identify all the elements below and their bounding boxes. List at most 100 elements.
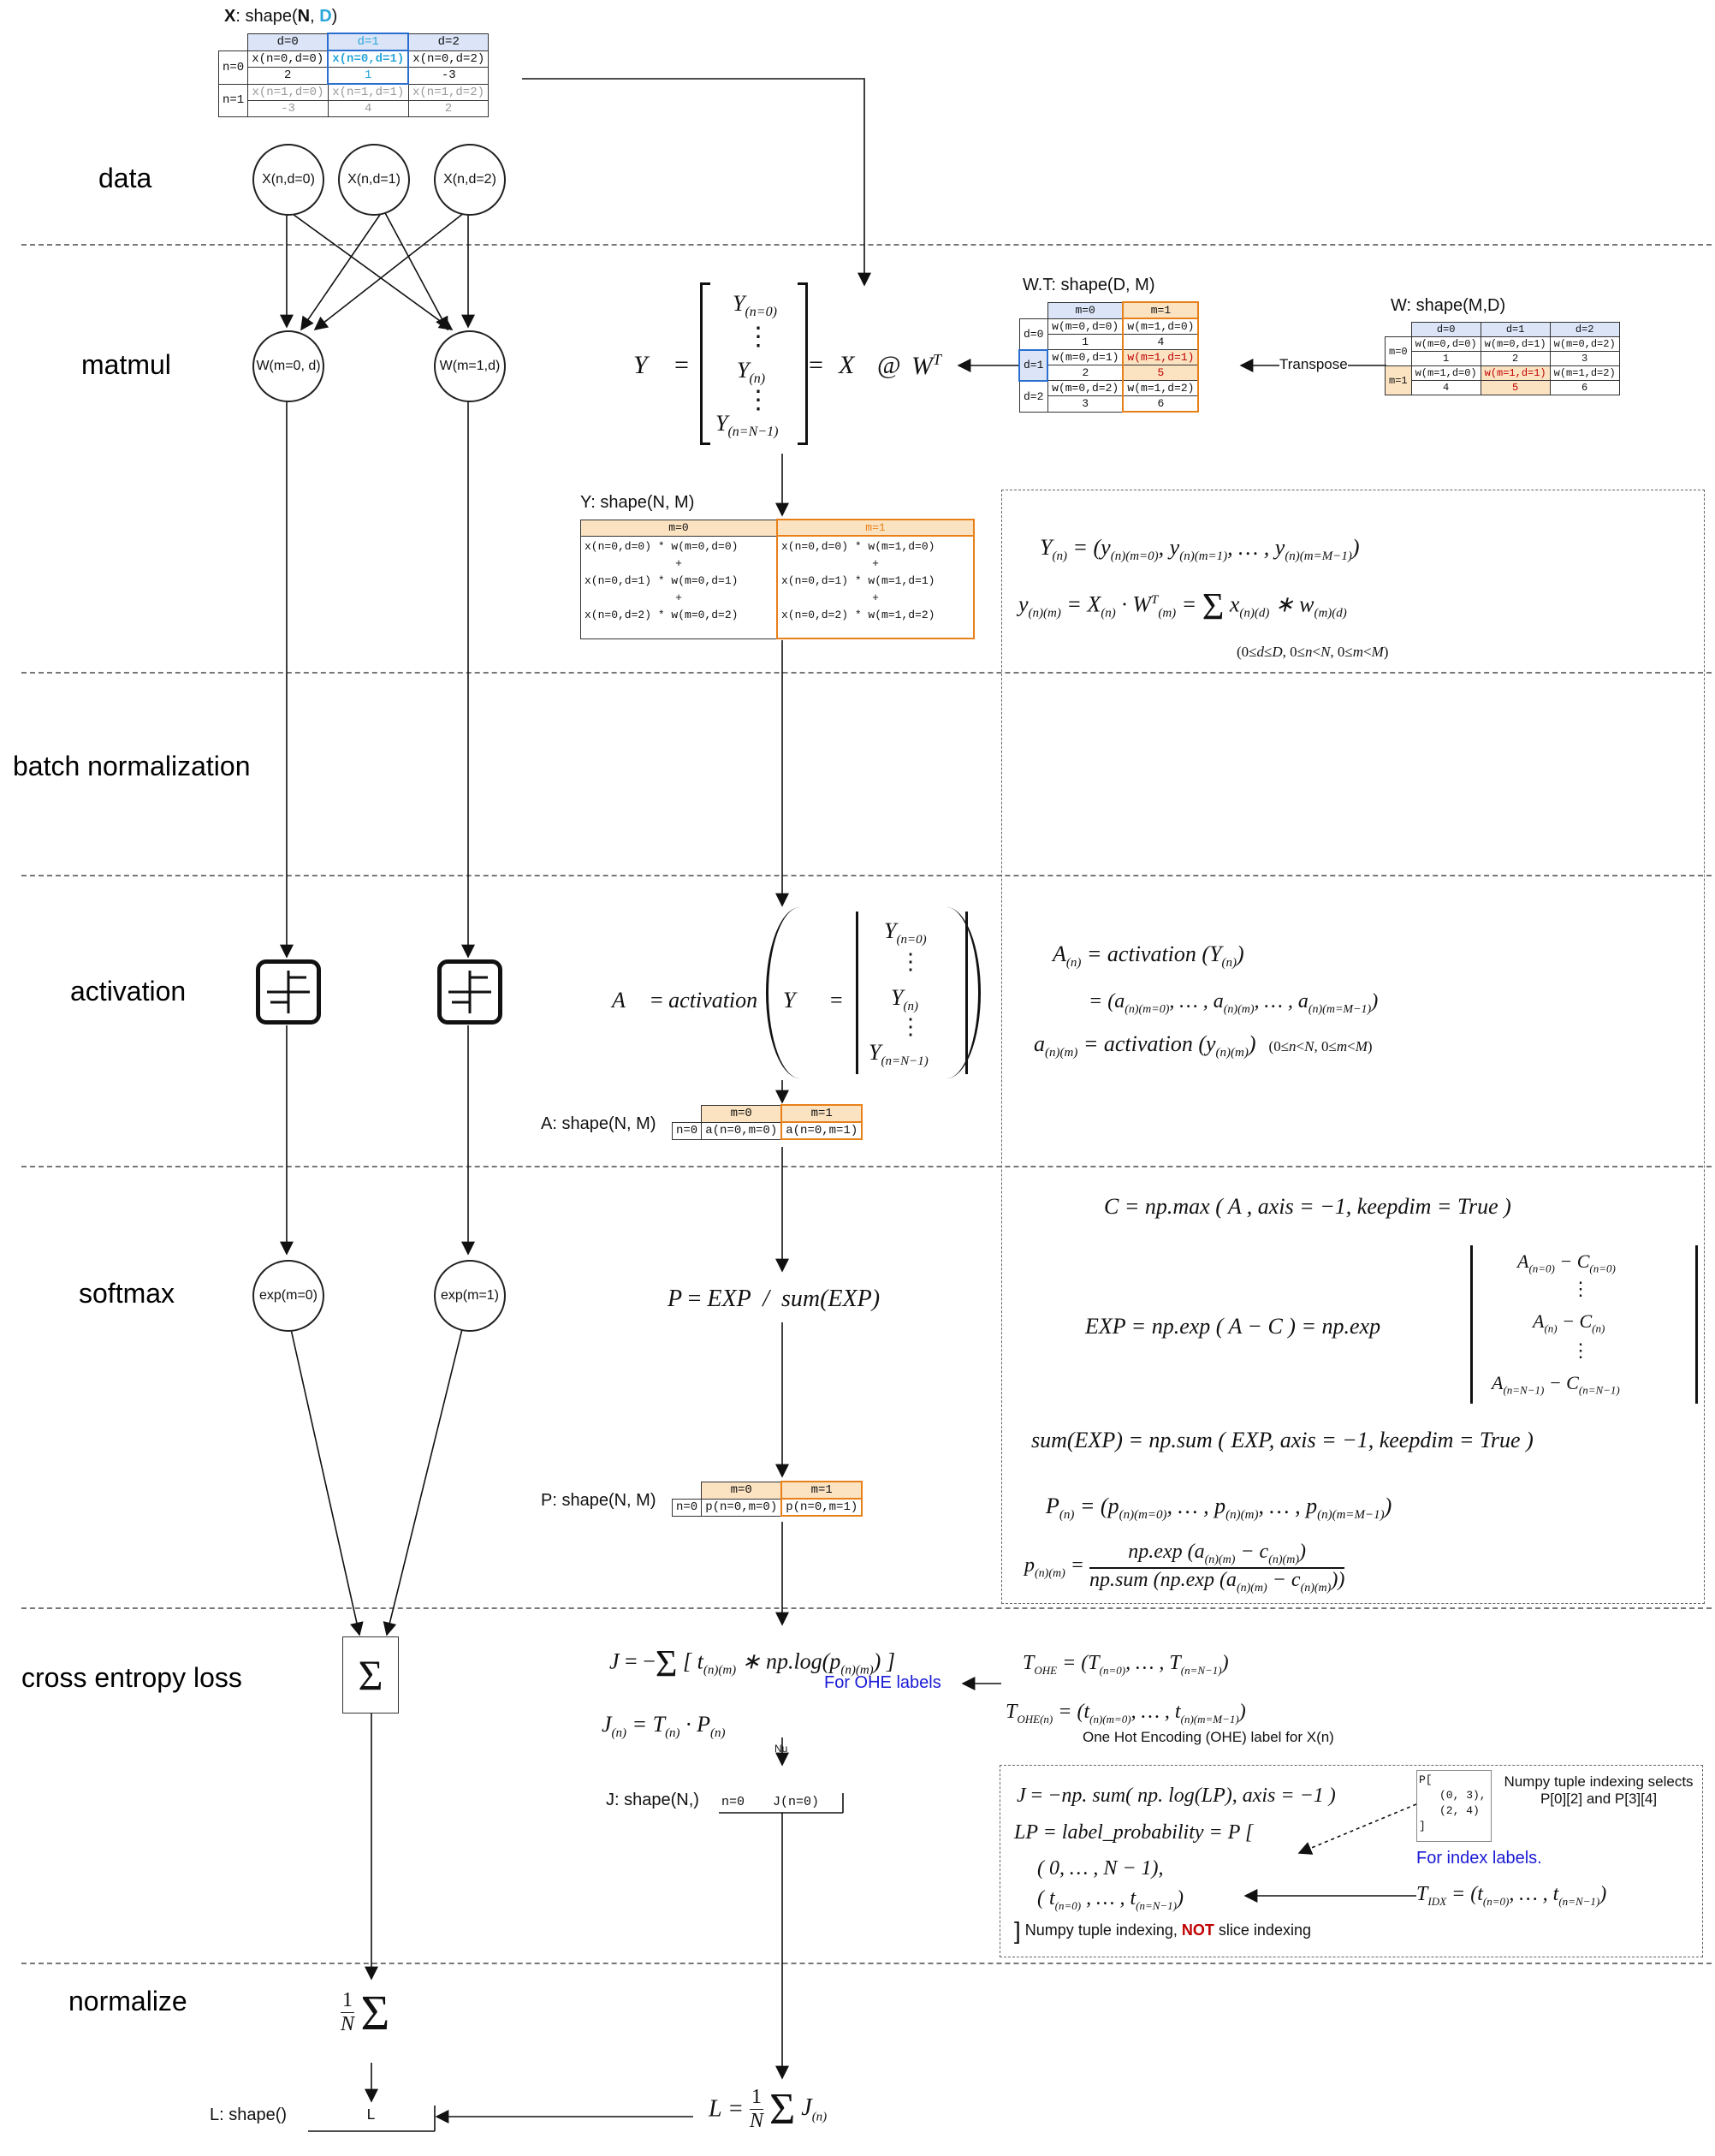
t-ohe-row-formula: TOHE(n) = (t(n)(m=0), … , t(n)(m=M−1)) [1006,1701,1246,1725]
w-val: 3 [1549,351,1620,366]
w-cell: w(m=0,d=0) [1410,336,1481,352]
wt-cell: w(m=1,d=2) [1122,380,1200,396]
w-col-header: d=0 [1410,322,1481,337]
w-table-title: W: shape(M,D) [1391,296,1506,315]
stage-activation: activation [70,976,187,1007]
w-col-header: d=1 [1480,322,1551,337]
stage-normalize: normalize [68,1986,187,2016]
x-row-label: n=1 [217,83,249,117]
x-col-header: d=1 [327,33,410,51]
wt-row-label: d=2 [1018,380,1048,413]
wt-val: 1 [1047,334,1124,350]
a-cell: a(n=0,m=0) [701,1121,782,1140]
l-table-title: L: shape() [210,2106,288,2124]
index-label: For index labels. [1416,1849,1542,1868]
t-ohe-formula: TOHE = (T(n=0), … , T(n=N−1)) [1023,1652,1229,1677]
a-col-header: m=1 [780,1104,863,1123]
y-col0-cell: x(n=0,d=0) * w(m=0,d=0)+x(n=0,d=1) * w(m… [580,535,778,639]
x-cell: x(n=1,d=1) [327,83,409,101]
x-cell: x(n=0,d=1) [327,50,410,68]
wt-table-title: W.T: shape(D, M) [1023,276,1155,294]
wt-col-header: m=1 [1122,301,1200,319]
w-col-header: d=2 [1549,322,1620,337]
w-row-label: m=1 [1385,365,1412,395]
x-cell: x(n=0,d=2) [407,50,490,68]
exp-formula: EXP = np.exp ( A − C ) = np.exp [1085,1314,1381,1339]
w-val: 2 [1480,351,1551,366]
weight-node-m0: W(m=0, d) [252,330,324,402]
w-val: 5 [1480,380,1551,395]
sum-box: Σ [342,1636,399,1714]
wt-table: m=0 m=1 d=0 w(m=0,d=0) w(m=1,d=0) 1 4 d=… [1018,301,1200,413]
j-cell: J(n=0) [773,1795,820,1809]
y-element-formula: y(n)(m) = X(n) · WT(m) = Σ x(n)(d) ∗ w(m… [1018,585,1347,627]
wt-row-label: d=0 [1018,318,1048,350]
y-col-header: m=1 [776,519,975,537]
max-formula: C = np.max ( A , axis = −1, keepdim = Tr… [1104,1194,1511,1219]
p-row-label: n=0 [671,1498,703,1517]
x-row-label: n=0 [217,50,249,85]
x-col-header: d=0 [247,33,329,51]
x-cell: x(n=0,d=0) [247,50,329,68]
sum-formula: sum(EXP) = np.sum ( EXP, axis = −1, keep… [1031,1428,1534,1452]
wt-val: 4 [1122,334,1200,350]
p-col-header: m=1 [780,1481,863,1500]
w-cell: w(m=0,d=1) [1480,336,1551,352]
p-element-formula: p(n)(m) = np.exp (a(n)(m) − c(n)(m)) np.… [1024,1541,1345,1595]
w-cell: w(m=1,d=0) [1410,365,1481,381]
w-cell: w(m=1,d=2) [1549,365,1620,381]
wt-cell: w(m=0,d=2) [1047,380,1124,396]
activation-element: a(n)(m) = activation (y(n)(m)) (0≤n<N, 0… [1034,1031,1373,1060]
step-activation-icon [437,959,502,1025]
p-table: m=0 m=1 n=0 p(n=0,m=0) p(n=0,m=1) [671,1481,863,1517]
y-col-header: m=0 [580,519,778,537]
y-table-title: Y: shape(N, M) [580,493,695,512]
a-row-label: n=0 [671,1121,703,1140]
wt-cell: w(m=0,d=1) [1047,349,1124,365]
p-row-formula: P(n) = (p(n)(m=0), … , p(n)(m), … , p(n)… [1046,1494,1392,1523]
lp-index-range: ( 0, … , N − 1), [1037,1857,1164,1880]
x-cell: x(n=1,d=0) [247,83,329,101]
formula-box-index [1000,1765,1703,1957]
transpose-label: Transpose [1279,356,1348,373]
exp-node-m0: exp(m=0) [252,1260,324,1332]
y-col1-cell: x(n=0,d=0) * w(m=1,d=0)+x(n=0,d=1) * w(m… [776,535,975,639]
x-val: -3 [247,100,329,117]
data-node-d2: X(n,d=2) [434,144,506,216]
wt-row-label: d=1 [1018,348,1049,382]
exp-node-m1: exp(m=1) [434,1260,506,1332]
x-cell: x(n=1,d=2) [407,83,490,101]
p-col-header: m=0 [701,1481,782,1500]
p-cell: p(n=0,m=1) [780,1498,863,1517]
range-note: (0≤d≤D, 0≤n<N, 0≤m<M) [1237,644,1389,660]
w-table: d=0 d=1 d=2 m=0 w(m=0,d=0) w(m=0,d=1) w(… [1385,322,1620,395]
ohe-label: For OHE labels [824,1673,941,1692]
numpy-tail-note: ] Numpy tuple indexing, NOT slice indexi… [1014,1917,1311,1944]
numpy-note: Numpy tuple indexing selects P[0][2] and… [1504,1773,1694,1807]
separator [21,244,1712,246]
data-node-d1: X(n,d=1) [338,144,410,216]
weight-node-m1: W(m=1,d) [434,330,506,402]
x-val: 4 [327,100,409,117]
formula-box-matmul [1001,490,1705,1604]
nu-label: Nu [774,1743,788,1755]
w-row-label: m=0 [1385,336,1412,366]
cross-entropy-formula: J = −Σ [ t(n)(m) ∗ np.log(p(n)(m)) ] [609,1642,895,1684]
stage-data: data [98,163,152,193]
w-val: 6 [1549,380,1620,395]
x-val: -3 [407,67,490,85]
l-cell: L [366,2107,376,2124]
ohe-caption: One Hot Encoding (OHE) label for X(n) [1083,1729,1334,1745]
a-table: m=0 m=1 n=0 a(n=0,m=0) a(n=0,m=1) [671,1104,863,1140]
w-cell: w(m=0,d=2) [1549,336,1620,352]
stage-batch-normalization: batch normalization [13,751,251,781]
wt-col-header: m=0 [1047,301,1124,319]
a-col-header: m=0 [701,1104,782,1123]
w-cell: w(m=1,d=1) [1480,365,1551,381]
x-table: d=0 d=1 d=2 n=0 x(n=0,d=0) x(n=0,d=1) x(… [217,33,490,117]
wt-cell: w(m=1,d=0) [1122,318,1200,335]
wt-val: 2 [1047,365,1124,381]
y-row-formula: Y(n) = (y(n)(m=0), y(n)(m=1), … , y(n)(m… [1040,535,1360,564]
step-activation-icon [256,959,321,1025]
